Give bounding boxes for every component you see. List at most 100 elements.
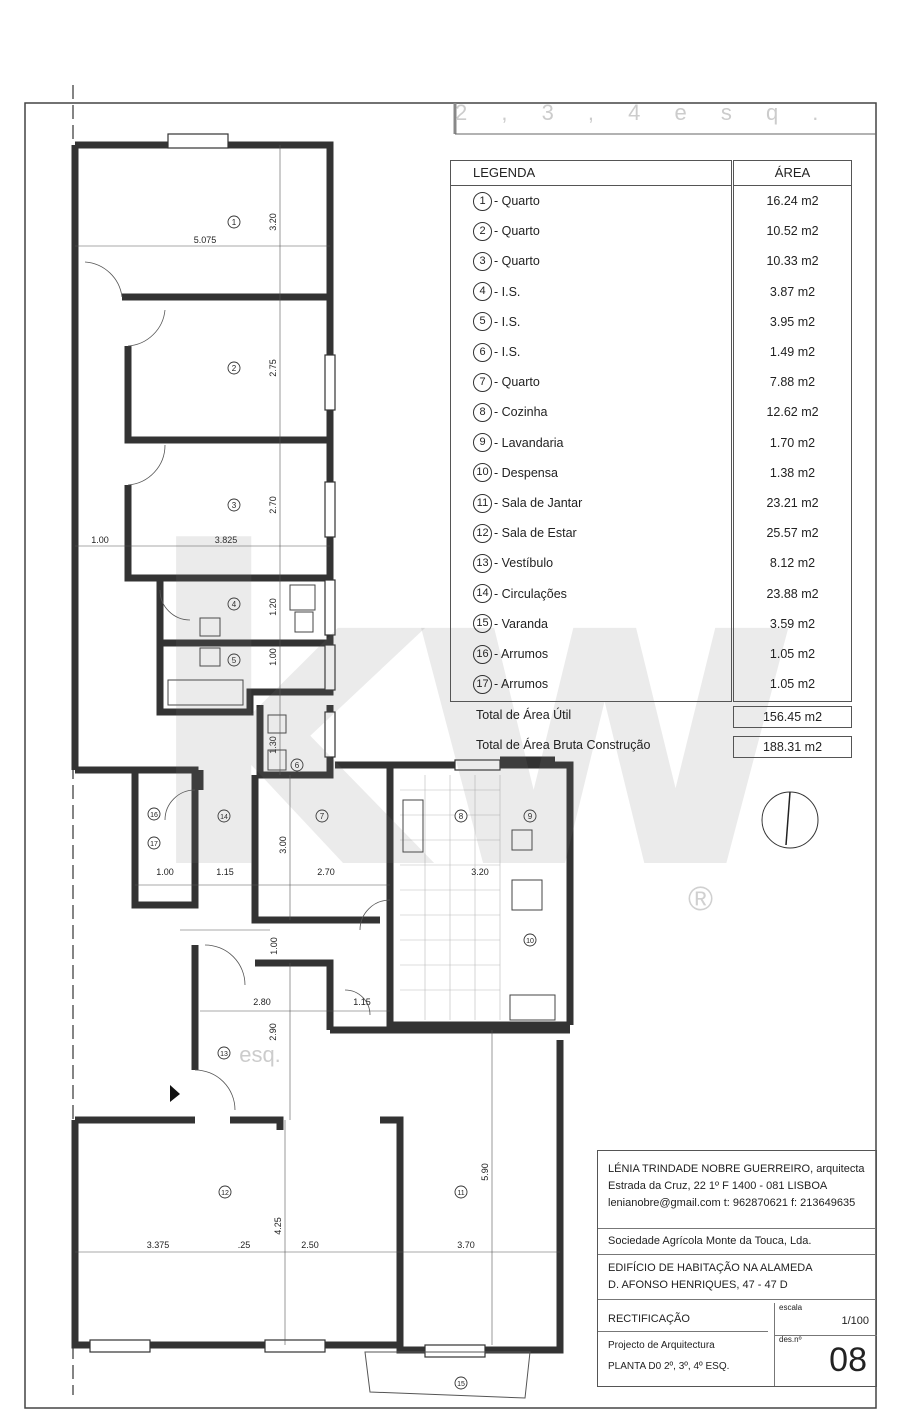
status: RECTIFICAÇÃO [598,1311,768,1328]
room-area: 12.62 m2 [766,405,819,420]
room-num-13: 13 [220,1051,228,1058]
dim-label: 2.70 [268,496,278,514]
status-divider [598,1331,768,1332]
dim-label: 1.15 [353,997,371,1007]
room-name: - Vestíbulo [494,556,554,571]
legend-row: 7- Quarto [451,367,540,397]
room-number-badge: 14 [473,584,492,604]
drawing-number: 08 [829,1341,867,1379]
legend-row: 11- Sala de Jantar [451,488,582,518]
room-area: 3.95 m2 [769,314,816,329]
room-number-badge: 13 [473,553,492,573]
legend-header: LEGENDA [451,161,731,186]
room-num-7: 7 [320,812,325,821]
room-area: 25.57 m2 [766,526,819,541]
architect-name: LÉNIA TRINDADE NOBRE GUERREIRO, arquitec… [608,1163,865,1175]
room-num-12: 12 [221,1190,229,1197]
room-area: 1.05 m2 [769,677,816,692]
room-num-11: 11 [457,1190,464,1197]
dim-label: 3.70 [457,1240,475,1250]
room-number-badge: 1 [473,191,492,211]
room-num-8: 8 [459,812,464,821]
dim-label: 3.375 [147,1240,170,1250]
room-num-14: 14 [220,814,228,821]
walls [71,141,574,1354]
room-area: 23.88 m2 [766,586,819,601]
dim-label: 1.15 [216,867,234,877]
legend-row: 13- Vestíbulo [451,548,553,578]
room-name: - Quarto [494,194,540,208]
area-column: ÁREA 16.24 m2 10.52 m2 10.33 m2 3.87 m2 3.95… [733,160,852,702]
dim-label: 2.90 [268,1023,278,1041]
room-name: - I.S. [494,284,521,299]
room-name: - Circulações [494,586,567,601]
dimension-lines [75,145,560,1345]
room-number-badge: 10 [473,463,492,483]
room-number-badge: 9 [473,433,492,453]
room-number-badge: 16 [473,644,492,664]
room-name: - Sala de Jantar [494,496,583,510]
kw-watermark: kw [140,465,803,965]
architect-info: LÉNIA TRINDADE NOBRE GUERREIRO, arquitec… [598,1151,876,1229]
scale-label: escala [779,1303,803,1312]
room-area: 10.52 m2 [766,224,819,239]
legend-row: 4- I.S. [451,277,520,307]
building-info: EDIFÍCIO DE HABITAÇÃO NA ALAMEDA D. AFON… [598,1254,876,1300]
room-name: - Arrumos [494,677,549,692]
legend-row: 9- Lavandaria [451,428,564,458]
room-number-badge: 12 [473,523,492,543]
area-header: ÁREA [734,161,851,186]
drawing-title: PLANTA D0 2º, 3º, 4º ESQ. [608,1361,730,1372]
total-util-value: 156.45 m2 [733,706,852,728]
architect-contact: lenianobre@gmail.com t: 962870621 f: 213… [608,1197,856,1209]
dim-label: 1.20 [268,598,278,616]
drawing-number-label: des.nº [779,1335,802,1344]
scale-value: 1/100 [841,1315,869,1327]
legend-row: 17- Arrumos [451,669,548,699]
legend-row: 5- I.S. [451,307,520,337]
room-name: - I.S. [494,314,521,329]
architect-address: Estrada da Cruz, 22 1º F 1400 - 081 LISB… [608,1180,828,1192]
room-area: 3.87 m2 [769,284,816,299]
fixtures [167,584,556,1021]
dim-label: 1.00 [268,648,278,666]
room-markers [147,215,537,1390]
room-area: 7.88 m2 [769,375,816,390]
legend-row: 2- Quarto [451,216,540,246]
room-name: - Varanda [494,616,548,631]
room-num-5: 5 [232,656,237,665]
dim-label: 1.00 [156,867,174,877]
room-name: - I.S. [494,345,521,359]
entrance-marker [170,1085,180,1102]
dim-label: 4.25 [273,1217,283,1235]
room-num-2: 2 [232,364,237,373]
room-num-15: 15 [457,1381,465,1388]
title-block: LÉNIA TRINDADE NOBRE GUERREIRO, arquitec… [597,1150,877,1387]
room-area: 16.24 m2 [766,194,819,208]
room-number-badge: 5 [473,312,492,332]
building-line-2: D. AFONSO HENRIQUES, 47 - 47 D [608,1279,788,1291]
legend-row: 14- Circulações [451,579,567,609]
room-name: - Quarto [494,224,540,239]
dim-label: 3.20 [268,213,278,231]
room-number-badge: 15 [473,614,492,634]
room-area: 8.12 m2 [769,556,816,571]
status-text: RECTIFICAÇÃO [608,1313,690,1325]
room-number-badge: 11 [473,493,492,513]
legend-row: 3- Quarto [451,246,540,276]
room-number-badge: 4 [473,282,492,302]
room-num-9: 9 [528,812,533,821]
room-number-badge: 8 [473,402,492,422]
balcony [364,1351,531,1399]
dim-label: 3.20 [471,867,489,877]
room-name: - Cozinha [494,405,548,420]
room-area: 1.05 m2 [769,647,816,661]
dim-label: 2.80 [253,997,271,1007]
room-number-badge: 6 [473,342,492,362]
legend-row: 16- Arrumos [451,639,548,669]
total-bruta-value: 188.31 m2 [733,736,852,758]
dim-label: 2.50 [301,1240,319,1250]
room-area: 10.33 m2 [766,254,819,269]
